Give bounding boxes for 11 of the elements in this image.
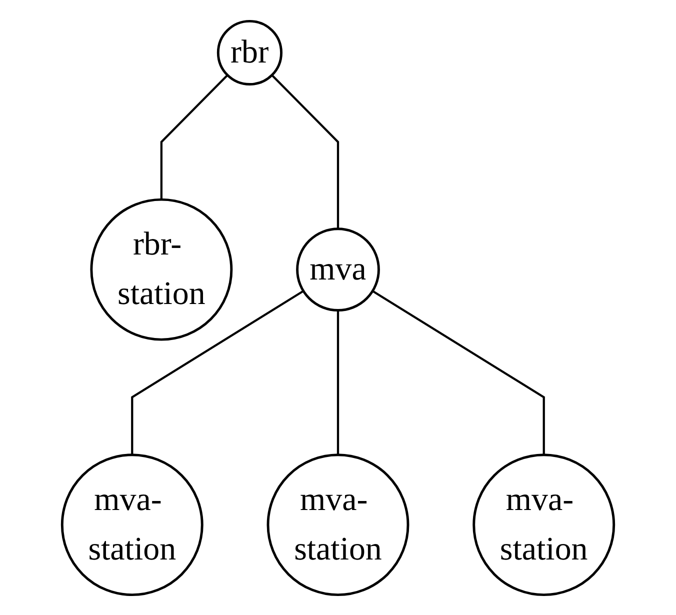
connector <box>160 74 228 200</box>
connector <box>131 290 304 454</box>
node-circle: mva- station <box>60 453 204 596</box>
node-circle: rbr <box>216 19 282 86</box>
node-circle: mva- station <box>266 453 410 596</box>
connector <box>271 74 340 228</box>
node-circle: mva <box>296 227 380 311</box>
connector <box>336 310 340 454</box>
connector <box>372 290 545 454</box>
node-circle: mva- station <box>472 453 616 596</box>
node-circle: rbr- station <box>90 198 233 340</box>
